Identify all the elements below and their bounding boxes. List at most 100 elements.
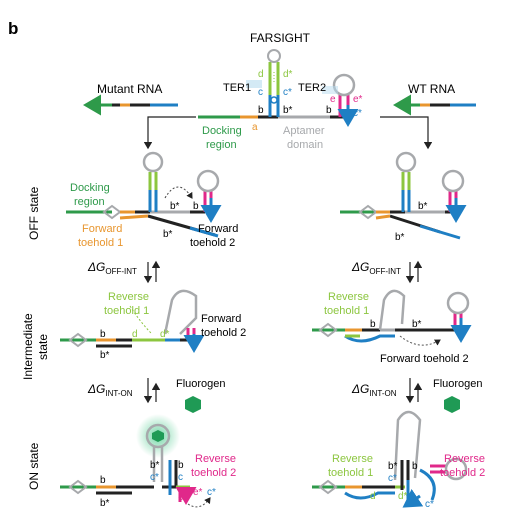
- int-right-b: b: [370, 319, 376, 330]
- on-right-rev-th2-a: Reverse: [444, 453, 485, 465]
- int-right-structure: [312, 289, 472, 346]
- top-domain-c-star-2: c*: [353, 108, 362, 119]
- dg-int-on-left: ΔGINT-ON: [87, 378, 161, 404]
- on-left-structure: [60, 414, 211, 508]
- off-docking-1: Docking: [70, 182, 110, 194]
- top-domain-d-star: d*: [283, 69, 293, 80]
- on-right-rev-th2-b: toehold 2: [440, 467, 485, 479]
- int-right-rev-th1-a: Reverse: [328, 291, 369, 303]
- off-left-b-star: b*: [170, 201, 180, 212]
- on-left-c: c: [178, 472, 183, 483]
- ter1-label: TER1: [223, 82, 251, 94]
- dg2-sub: INT-ON: [105, 389, 132, 398]
- arrow-to-off-left: [143, 116, 196, 150]
- top-domain-e-star: e*: [353, 94, 363, 105]
- on-right-c-star: c*: [388, 473, 397, 484]
- on-left-b-star: b*: [100, 498, 110, 509]
- dg-symbol: ΔG: [87, 260, 105, 274]
- fluorogen-left-label: Fluorogen: [176, 378, 226, 390]
- farsight-construct: [198, 49, 359, 127]
- off-fwd-th2-b: toehold 2: [190, 237, 235, 249]
- on-right-structure: [312, 410, 468, 508]
- dg-symbol-r: ΔG: [351, 260, 369, 274]
- top-domain-c: c: [258, 87, 263, 98]
- on-left-b: b: [100, 475, 106, 486]
- off-right-b-star: b*: [418, 201, 428, 212]
- on-right-d-star: d*: [398, 491, 408, 502]
- dg2-sub-r: INT-ON: [369, 389, 396, 398]
- int-left-rev-th1-a: Reverse: [108, 291, 149, 303]
- off-right-structure: [340, 151, 467, 240]
- panel-letter: b: [8, 19, 18, 38]
- top-domain-b-star: b*: [283, 105, 293, 116]
- dg-sub-r: OFF-INT: [369, 267, 401, 276]
- int-left-fwd-th2-b: toehold 2: [201, 327, 246, 339]
- docking-region-top-1: Docking: [202, 125, 242, 137]
- dg-off-int-right: ΔGOFF-INT: [351, 260, 423, 284]
- int-left-fwd-th2-a: Forward: [201, 313, 241, 325]
- dg2-symbol-r: ΔG: [351, 382, 369, 396]
- off-left-b: b: [193, 201, 199, 212]
- off-state-label: OFF state: [27, 186, 41, 240]
- farsight-title: FARSIGHT: [250, 31, 311, 45]
- fluorogen-left-icon: [185, 396, 201, 413]
- on-left-b-2: b: [178, 460, 184, 471]
- off-right-b-star-2: b*: [395, 232, 405, 243]
- fluorogen-right-icon: [444, 396, 460, 413]
- on-right-b-star: b*: [388, 461, 398, 472]
- int-right-fwd-th2: Forward toehold 2: [380, 353, 469, 365]
- fluorogen-right-label: Fluorogen: [433, 378, 483, 390]
- svg-text:ΔGINT-ON: ΔGINT-ON: [87, 382, 133, 398]
- int-left-d-star: d*: [160, 329, 170, 340]
- top-domain-d: d: [258, 69, 264, 80]
- int-left-structure: [60, 289, 205, 353]
- int-right-b-star: b*: [412, 319, 422, 330]
- dg-int-on-right: ΔGINT-ON: [351, 378, 423, 404]
- off-left-structure: [66, 151, 222, 238]
- docking-region-top-2: region: [206, 139, 237, 151]
- on-left-rev-th2-b: toehold 2: [191, 467, 236, 479]
- int-state-label-2: state: [36, 334, 50, 360]
- dg2-symbol: ΔG: [87, 382, 105, 396]
- top-domain-b: b: [258, 105, 264, 116]
- top-domain-b2: b: [326, 105, 332, 116]
- int-left-b: b: [100, 329, 106, 340]
- top-domain-e: e: [330, 94, 336, 105]
- mutant-rna-label: Mutant RNA: [97, 82, 162, 96]
- on-right-b: b: [412, 461, 418, 472]
- off-fwd-th2-a: Forward: [198, 223, 238, 235]
- aptamer-domain-1: Aptamer: [283, 125, 325, 137]
- on-state-label: ON state: [27, 442, 41, 490]
- top-domain-a: a: [252, 122, 258, 133]
- top-domain-c-star: c*: [283, 87, 292, 98]
- wt-rna-label: WT RNA: [408, 82, 455, 96]
- on-left-c-star: c*: [150, 472, 159, 483]
- ter2-label: TER2: [298, 82, 326, 94]
- on-left-e-star: e*: [193, 487, 203, 498]
- int-left-rev-th1-b: toehold 1: [104, 305, 149, 317]
- dg-off-int-left: ΔGOFF-INT: [87, 260, 161, 284]
- int-state-label-1: Intermediate: [21, 313, 35, 380]
- svg-text:ΔGINT-ON: ΔGINT-ON: [351, 382, 397, 398]
- on-right-d: d: [370, 491, 376, 502]
- arrow-to-off-right: [380, 116, 433, 150]
- off-fwd-th1-a: Forward: [82, 223, 122, 235]
- on-left-e: e: [178, 492, 184, 503]
- on-right-rev-th1-b: toehold 1: [328, 467, 373, 479]
- off-fwd-th1-b: toehold 1: [78, 237, 123, 249]
- aptamer-domain-2: domain: [287, 139, 323, 151]
- on-left-rev-th2-a: Reverse: [195, 453, 236, 465]
- on-left-c-star-2: c*: [207, 487, 216, 498]
- dg-sub: OFF-INT: [105, 267, 137, 276]
- on-right-c-star-2: c*: [425, 499, 434, 510]
- int-right-rev-th1-b: toehold 1: [324, 305, 369, 317]
- int-left-b-star: b*: [100, 350, 110, 361]
- int-left-d: d: [132, 329, 138, 340]
- svg-text:ΔGOFF-INT: ΔGOFF-INT: [351, 260, 401, 276]
- off-left-b-star-2: b*: [163, 229, 173, 240]
- off-docking-2: region: [74, 196, 105, 208]
- on-left-b-star-2: b*: [150, 460, 160, 471]
- on-right-rev-th1-a: Reverse: [332, 453, 373, 465]
- svg-text:ΔGOFF-INT: ΔGOFF-INT: [87, 260, 137, 276]
